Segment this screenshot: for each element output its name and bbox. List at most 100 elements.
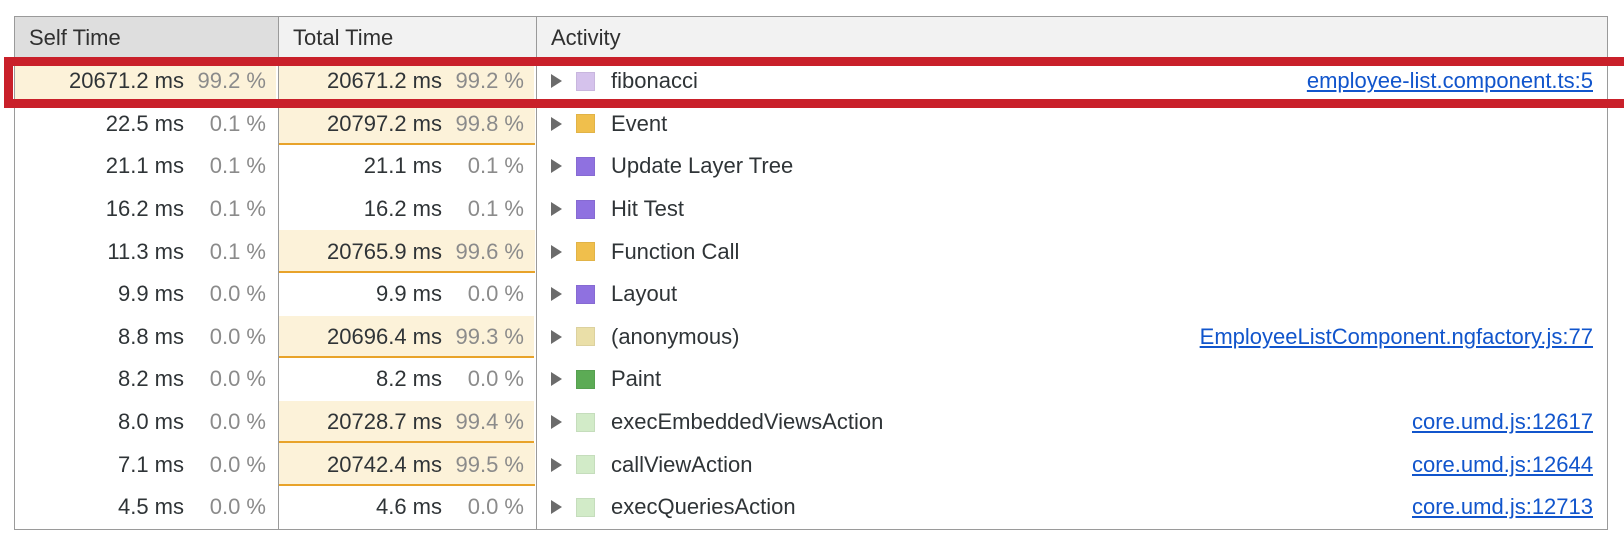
total-time-percent: 99.8 % [455, 110, 525, 136]
total-time-value: 20742.4 ms [327, 451, 442, 477]
total-time-usage-bar [279, 60, 534, 103]
total-time-value: 21.1 ms [363, 153, 442, 179]
cell-activity: Event [537, 103, 1607, 146]
total-time-value: 8.2 ms [375, 366, 442, 392]
total-time-usage-bar [279, 315, 535, 359]
cell-total-time: 20696.4 ms 99.3 % [279, 315, 537, 359]
self-time-percent: 99.2 % [197, 68, 267, 94]
table-row[interactable]: 7.1 ms 0.0 % 20742.4 ms 99.5 % callViewActio… [15, 443, 1607, 486]
activity-label: fibonacci [611, 68, 698, 94]
expand-triangle-icon[interactable] [551, 287, 562, 302]
cell-activity: Hit Test [537, 188, 1607, 231]
total-time-percent: 99.5 % [455, 451, 525, 477]
total-time-value: 20696.4 ms [327, 323, 442, 349]
activity-color-swatch-icon [576, 412, 595, 432]
expand-triangle-icon[interactable] [551, 116, 562, 131]
cell-activity: Function Call [537, 230, 1607, 273]
source-location-link[interactable]: EmployeeListComponent.ngfactory.js:77 [1199, 323, 1593, 349]
expand-triangle-icon[interactable] [551, 457, 562, 472]
column-header-total-time-label: Total Time [293, 25, 394, 50]
self-time-percent: 0.0 % [209, 451, 266, 477]
total-time-percent: 0.1 % [467, 153, 524, 179]
self-time-percent: 0.1 % [209, 153, 266, 179]
activity-color-swatch-icon [576, 114, 595, 134]
cell-activity: Paint [537, 358, 1607, 401]
total-time-usage-bar [279, 443, 535, 486]
cell-total-time: 20742.4 ms 99.5 % [279, 443, 537, 486]
column-header-activity[interactable]: Activity [537, 17, 1607, 59]
expand-triangle-icon[interactable] [551, 74, 562, 89]
source-location-link[interactable]: core.umd.js:12617 [1412, 409, 1593, 435]
total-time-usage-bar [279, 230, 535, 273]
cell-total-time: 16.2 ms 0.1 % [279, 187, 537, 231]
activity-label: Event [611, 110, 668, 136]
expand-triangle-icon[interactable] [551, 500, 562, 515]
activity-color-swatch-icon [576, 327, 595, 347]
total-time-value: 9.9 ms [375, 281, 442, 307]
source-location-link[interactable]: core.umd.js:12713 [1412, 494, 1593, 520]
table-row[interactable]: 21.1 ms 0.1 % 21.1 ms 0.1 % Update Layer Tre… [15, 145, 1607, 188]
activity-color-swatch-icon [576, 284, 595, 304]
column-header-self-time[interactable]: Self Time [15, 17, 279, 59]
total-time-value: 20728.7 ms [327, 409, 442, 435]
column-header-total-time[interactable]: Total Time [279, 17, 537, 59]
total-time-percent: 99.4 % [455, 409, 525, 435]
cell-activity: execEmbeddedViewsAction core.umd.js:12617 [537, 401, 1607, 444]
expand-triangle-icon[interactable] [551, 244, 562, 259]
expand-triangle-icon[interactable] [551, 372, 562, 387]
expand-triangle-icon[interactable] [551, 159, 562, 174]
activity-color-swatch-icon [576, 369, 595, 389]
source-location-link[interactable]: employee-list.component.ts:5 [1306, 68, 1593, 94]
total-time-value: 16.2 ms [363, 196, 442, 222]
activity-label: Function Call [611, 238, 740, 264]
total-time-percent: 99.6 % [455, 238, 525, 264]
self-time-value: 22.5 ms [105, 110, 184, 136]
self-time-value: 4.5 ms [117, 494, 184, 520]
self-time-percent: 0.1 % [209, 238, 266, 264]
self-time-value: 8.0 ms [117, 409, 184, 435]
self-time-percent: 0.1 % [209, 110, 266, 136]
total-time-percent: 99.3 % [455, 323, 525, 349]
call-tree-grid: Self Time Total Time Activity 20671.2 ms… [14, 16, 1608, 530]
activity-color-swatch-icon [576, 199, 595, 219]
self-time-value: 21.1 ms [105, 153, 184, 179]
expand-triangle-icon[interactable] [551, 329, 562, 344]
cell-activity: (anonymous)EmployeeListComponent.ngfacto… [537, 316, 1607, 359]
total-time-percent: 0.1 % [467, 196, 524, 222]
cell-total-time: 21.1 ms 0.1 % [279, 145, 537, 188]
total-time-usage-bar [279, 102, 536, 146]
expand-triangle-icon[interactable] [551, 202, 562, 217]
activity-label: Layout [611, 281, 678, 307]
expand-triangle-icon[interactable] [551, 415, 562, 430]
source-location-link[interactable]: core.umd.js:12644 [1412, 451, 1593, 477]
activity-color-swatch-icon [576, 497, 595, 517]
self-time-value: 7.1 ms [117, 451, 184, 477]
self-time-percent: 0.0 % [209, 323, 266, 349]
cell-activity: Update Layer Tree [537, 145, 1607, 188]
self-time-value: 8.2 ms [117, 366, 184, 392]
activity-color-swatch-icon [576, 156, 595, 176]
self-time-percent: 0.0 % [209, 494, 266, 520]
activity-color-swatch-icon [576, 455, 595, 475]
activity-label: Paint [611, 366, 662, 392]
activity-label: execEmbeddedViewsAction [611, 409, 884, 435]
